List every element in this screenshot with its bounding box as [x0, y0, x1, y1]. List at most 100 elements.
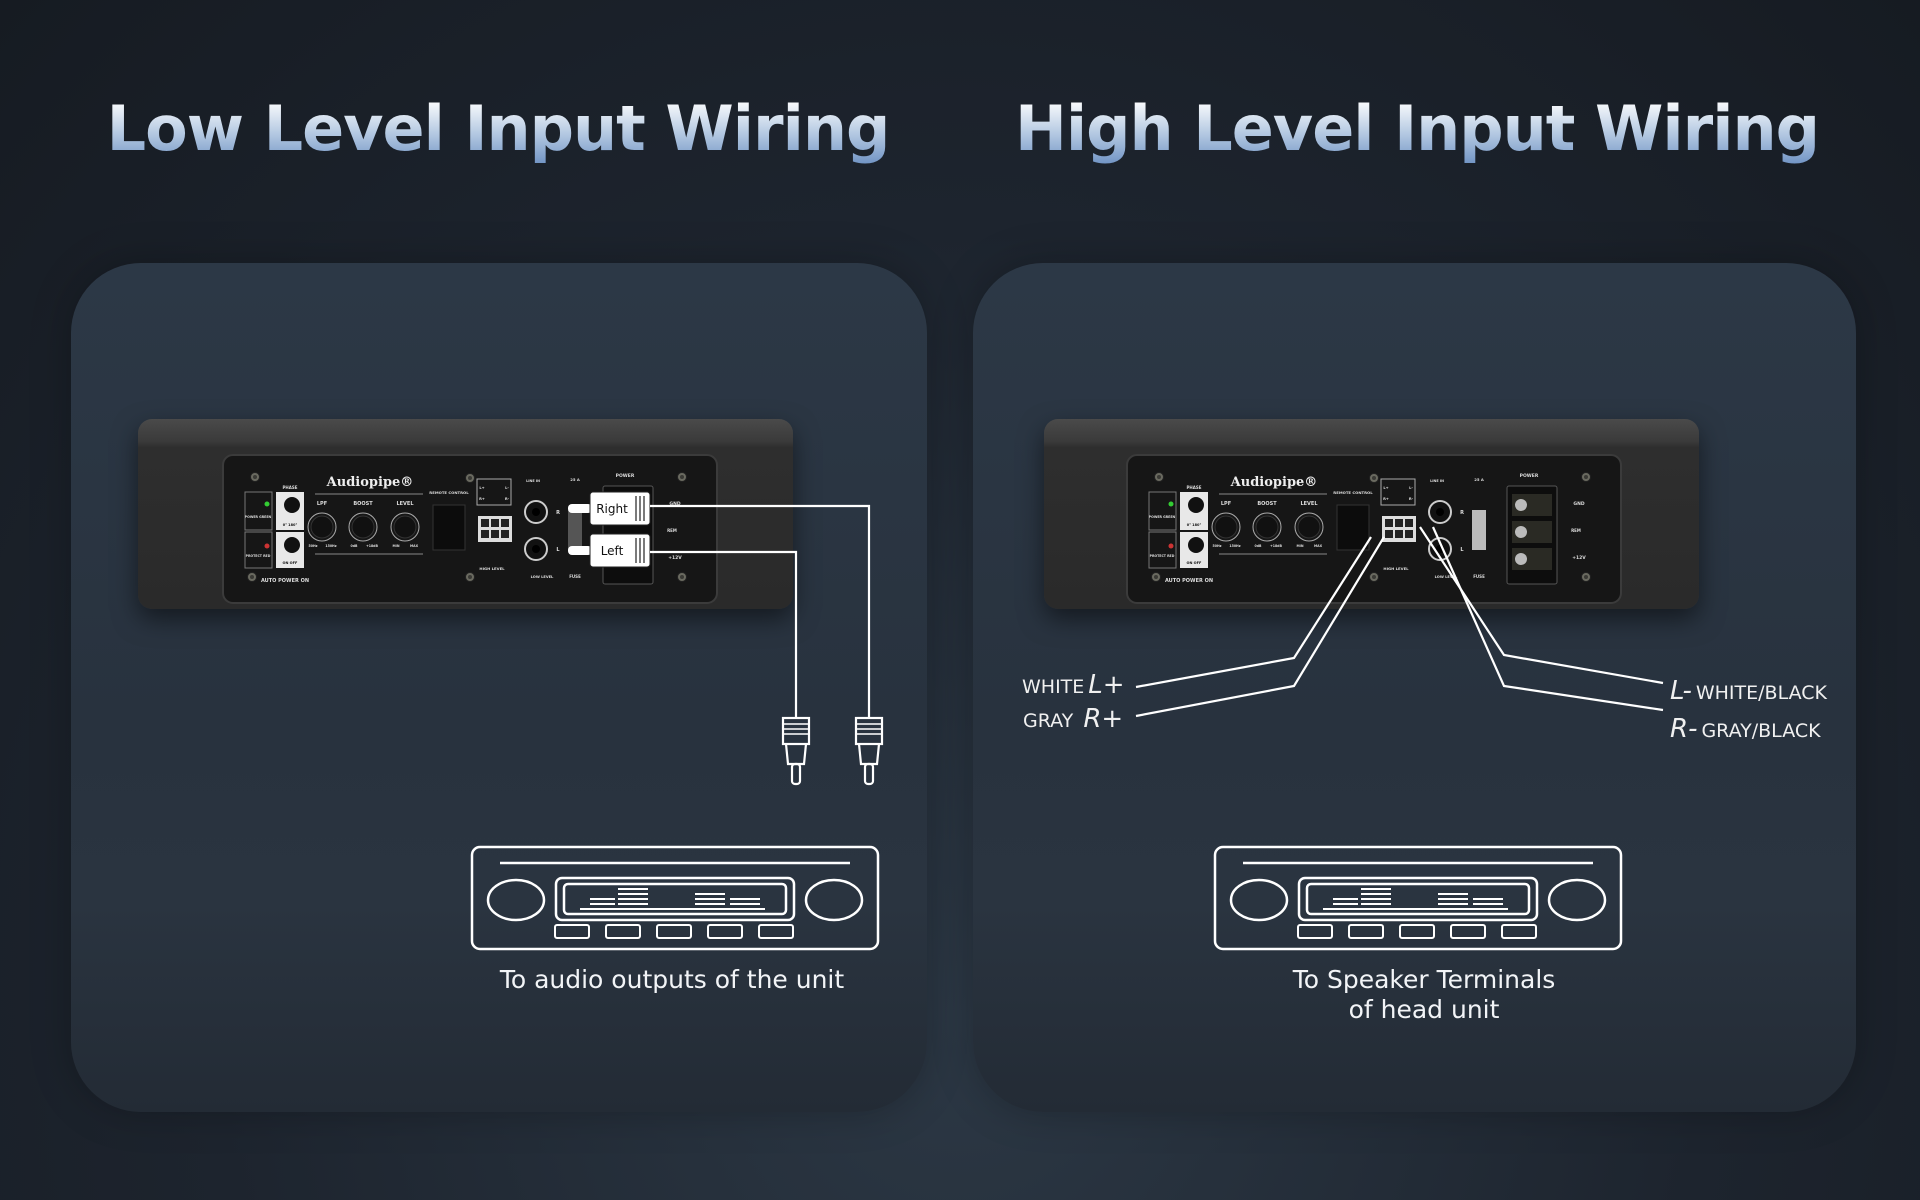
protect-red-label: PROTECT RED [1150, 554, 1175, 558]
pinout-0: L+ [1383, 486, 1388, 490]
knob[interactable] [393, 515, 417, 539]
phase-values: 0° 180° [283, 523, 298, 527]
boost-label: BOOST [1257, 501, 1277, 507]
caption-line-1: To Speaker Terminals [1292, 965, 1556, 994]
radio-knob-left [1229, 878, 1289, 922]
rca-hole [532, 508, 540, 516]
knob[interactable] [1255, 515, 1279, 539]
plug-right-label: Right [596, 502, 628, 516]
connector-pin [1395, 519, 1403, 527]
knob[interactable] [1214, 515, 1238, 539]
rca-plug-tip [568, 546, 592, 555]
fuse-rating-label: 25 A [570, 477, 580, 482]
phase-label: PHASE [1187, 485, 1202, 490]
terminal-screw-icon [1515, 526, 1527, 538]
v12-label: +12V [1572, 555, 1586, 561]
wire-color-white-black: WHITE/BLACK [1695, 682, 1827, 704]
connector-pin [481, 530, 489, 538]
high-level-title: High Level Input Wiring [1014, 92, 1820, 165]
screw-head [250, 575, 254, 579]
power-led-box [1148, 491, 1177, 531]
radio-display-inner [562, 882, 788, 916]
wire-color-gray: GRAY [1023, 710, 1074, 732]
rca-hole [1436, 508, 1444, 516]
plug-left-label: Left [601, 544, 624, 558]
lpf-min-label: 50Hz [1213, 544, 1222, 548]
screw-head [680, 575, 684, 579]
low-level-label: LOW LEVEL [1435, 575, 1458, 579]
radio-button [1450, 924, 1486, 939]
wire-color-gray-black: GRAY/BLACK [1701, 720, 1821, 742]
power-label: POWER [1520, 473, 1539, 479]
rca-plug-tip [568, 504, 592, 513]
pinout-3: R- [505, 497, 510, 501]
connector-pin [1385, 530, 1393, 538]
level-max-label: MAX [1314, 544, 1323, 548]
radio-knob-right [1547, 878, 1607, 922]
onoff-label: ON OFF [283, 561, 298, 565]
lpf-max-label: 150Hz [325, 544, 336, 548]
radio-outline [1213, 845, 1623, 951]
power-label: POWER [616, 473, 635, 479]
rem-label: REM [1571, 528, 1581, 533]
signal-l-minus: L- [1670, 676, 1692, 706]
screw-head [468, 575, 472, 579]
line-in-label: LINE IN [526, 479, 540, 483]
knob-ring [390, 512, 420, 542]
v12-label: +12V [668, 555, 682, 561]
signal-r-minus: R- [1670, 714, 1698, 744]
screw-head [680, 475, 684, 479]
caption-line-2: of head unit [1348, 995, 1500, 1024]
knob[interactable] [1297, 515, 1321, 539]
power-green-label: POWER GREEN [245, 515, 272, 519]
knob[interactable] [351, 515, 375, 539]
protect-led-red [1168, 543, 1174, 549]
radio-knob-right [804, 878, 864, 922]
connector-pin [491, 530, 499, 538]
connector-pin [1405, 530, 1413, 538]
terminal-screw-icon [1515, 553, 1527, 565]
pinout-1: L- [505, 486, 509, 490]
phase-switch[interactable] [284, 497, 300, 513]
knob[interactable] [310, 515, 334, 539]
level-label: LEVEL [1300, 501, 1318, 507]
boost-max-label: +18dB [1270, 544, 1282, 548]
boost-min-label: 0dB [351, 544, 358, 548]
screw-head [253, 475, 257, 479]
radio-display [1297, 876, 1539, 922]
phase-label: PHASE [283, 485, 298, 490]
radio-outline [470, 845, 880, 951]
label-l-minus: L-WHITE/BLACK [1666, 676, 1827, 706]
remote-control-jack[interactable] [1336, 504, 1370, 551]
phase-values: 0° 180° [1187, 523, 1202, 527]
wire-color-white: WHITE [1022, 676, 1085, 698]
screw-head [468, 476, 472, 480]
fuse [1472, 510, 1486, 550]
lpf-label: LPF [1221, 501, 1231, 507]
high-level-label: HIGH LEVEL [1383, 566, 1409, 571]
fuse [568, 510, 582, 550]
radio-button [656, 924, 692, 939]
radio-display [554, 876, 796, 922]
radio-button [554, 924, 590, 939]
pinout-0: L+ [479, 486, 484, 490]
radio-button [1297, 924, 1333, 939]
high-level-pinout [476, 478, 512, 506]
connector-pin [1385, 519, 1393, 527]
auto-power-switch[interactable] [284, 537, 300, 553]
screw-head [1372, 575, 1376, 579]
radio-button [707, 924, 743, 939]
knob-ring [348, 512, 378, 542]
remote-control-jack[interactable] [432, 504, 466, 551]
protect-led-box [244, 531, 273, 569]
level-min-label: MIN [1296, 544, 1303, 548]
auto-power-switch[interactable] [1188, 537, 1204, 553]
rem-label: REM [667, 528, 677, 533]
phase-switch[interactable] [1188, 497, 1204, 513]
radio-button [1348, 924, 1384, 939]
protect-led-red [264, 543, 270, 549]
signal-r-plus: R+ [1083, 704, 1124, 734]
boost-label: BOOST [353, 501, 373, 507]
